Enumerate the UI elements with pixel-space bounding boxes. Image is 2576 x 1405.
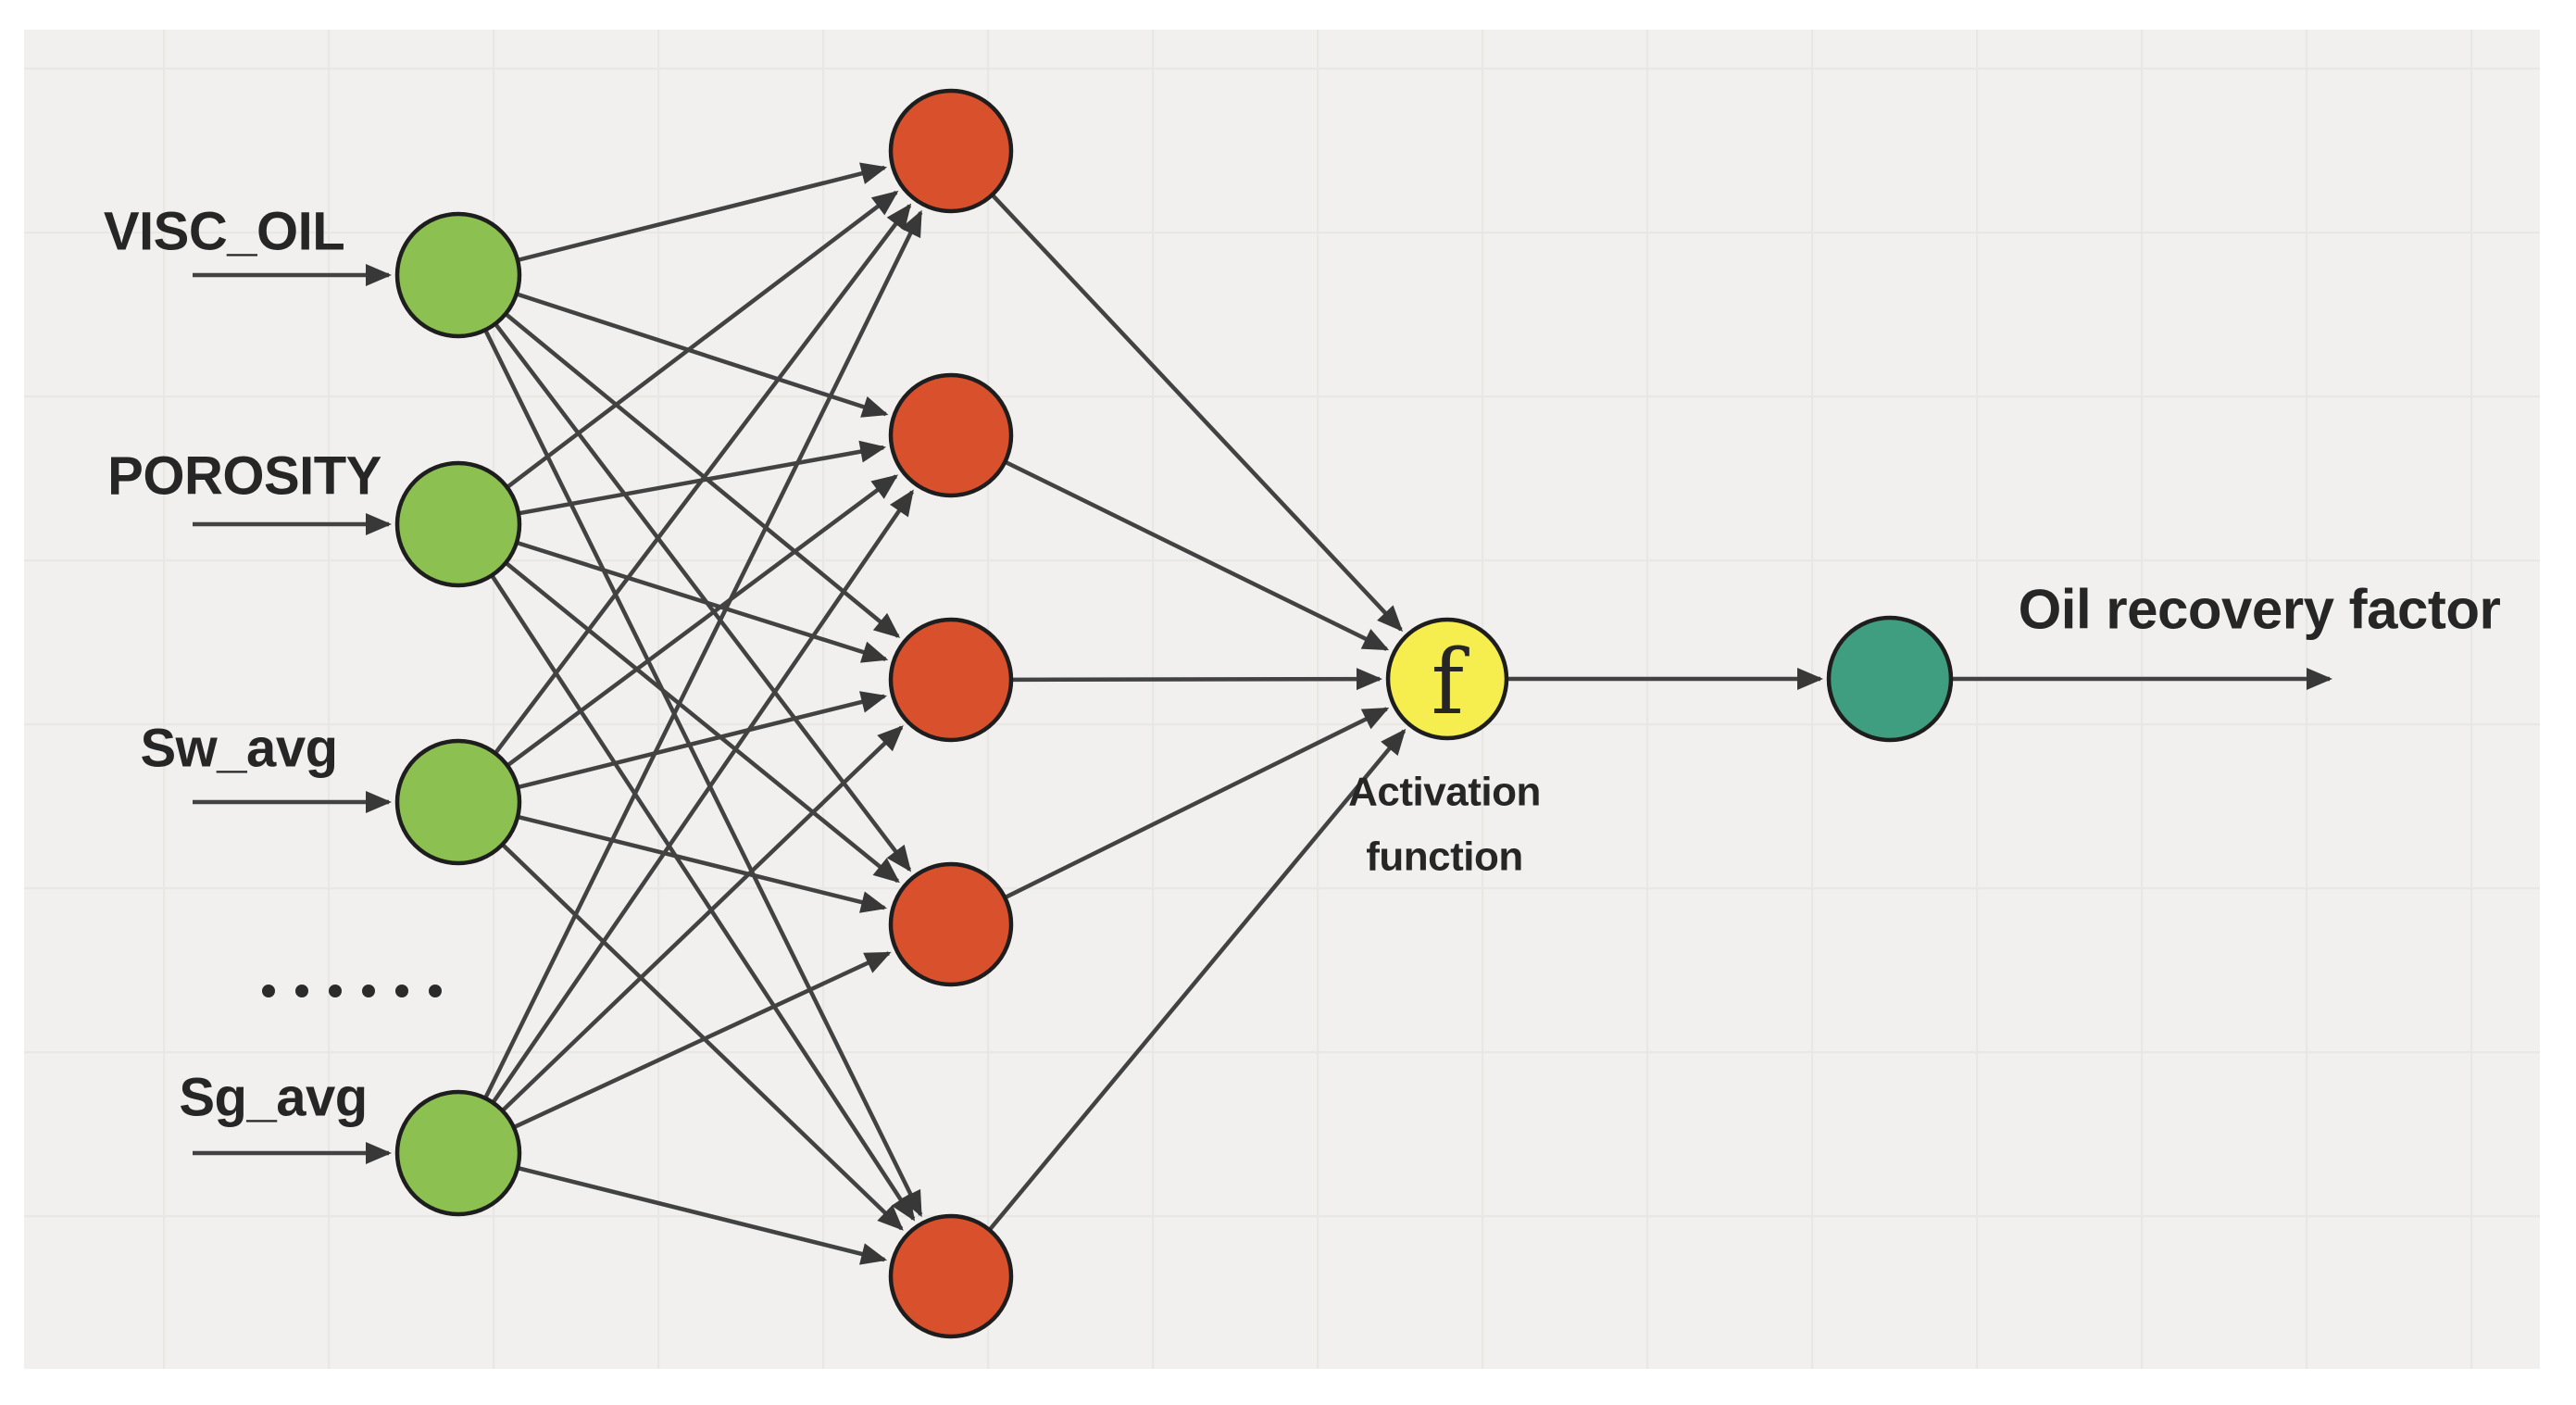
edge-input0-hidden0 — [517, 162, 888, 263]
input-label-1: POROSITY — [107, 446, 381, 507]
edge-input3-hidden4 — [517, 1165, 888, 1265]
ellipsis-dot — [262, 985, 275, 997]
nodes-layer — [394, 88, 1954, 1339]
hidden-node-5 — [888, 1213, 1014, 1339]
edge-input3-hidden1 — [491, 489, 914, 1104]
activation-caption-line-1: function — [1366, 834, 1523, 880]
input-label-0: VISC_OIL — [104, 202, 344, 262]
edge-hidden4-activation — [987, 728, 1407, 1232]
edge-hidden1-activation — [1004, 459, 1390, 651]
edge-input0-hidden4 — [483, 329, 923, 1218]
ellipsis-dots — [262, 985, 442, 997]
edge-input1-hidden3 — [504, 560, 900, 884]
edge-input0-hidden1 — [516, 292, 889, 418]
edge-input0-hidden3 — [494, 322, 912, 872]
edge-input3-hidden2 — [501, 725, 904, 1112]
hidden-node-3 — [888, 617, 1014, 743]
edge-input1-hidden0 — [506, 190, 899, 489]
edge-input2-hidden1 — [506, 474, 899, 768]
output-node — [1826, 615, 1954, 743]
edge-input3-hidden0 — [483, 209, 923, 1099]
edge-input0-hidden2 — [504, 312, 901, 638]
ellipsis-dot — [329, 985, 342, 997]
edge-input2-hidden2 — [517, 691, 888, 790]
edge-hidden2-activation — [1010, 668, 1383, 691]
ellipsis-dot — [295, 985, 308, 997]
hidden-node-2 — [888, 372, 1014, 498]
edge-hidden3-activation — [1004, 707, 1390, 900]
ellipsis-dot — [362, 985, 375, 997]
edge-input2-hidden4 — [500, 843, 904, 1231]
input-node-VISC_OIL — [394, 211, 522, 339]
input-node-Sw_avg — [394, 738, 522, 866]
ellipsis-dot — [429, 985, 442, 997]
activation-node — [1385, 617, 1509, 741]
edge-input2-hidden3 — [517, 814, 888, 913]
output-label: Oil recovery factor — [2019, 579, 2501, 641]
input-label-3: Sg_avg — [179, 1068, 367, 1128]
edge-input1-hidden4 — [490, 573, 916, 1222]
activation-caption-line-0: Activation — [1348, 770, 1541, 815]
edge-hidden0-activation — [990, 193, 1404, 633]
input-node-Sg_avg — [394, 1089, 522, 1217]
hidden-node-4 — [888, 861, 1014, 987]
input-node-POROSITY — [394, 460, 522, 588]
edge-input2-hidden0 — [494, 203, 912, 755]
edge-input1-hidden2 — [516, 540, 889, 663]
edge-input3-hidden3 — [512, 951, 892, 1130]
hidden-node-1 — [888, 88, 1014, 214]
edges-layer — [193, 162, 2332, 1265]
input-label-2: Sw_avg — [141, 719, 338, 779]
ellipsis-dot — [395, 985, 408, 997]
